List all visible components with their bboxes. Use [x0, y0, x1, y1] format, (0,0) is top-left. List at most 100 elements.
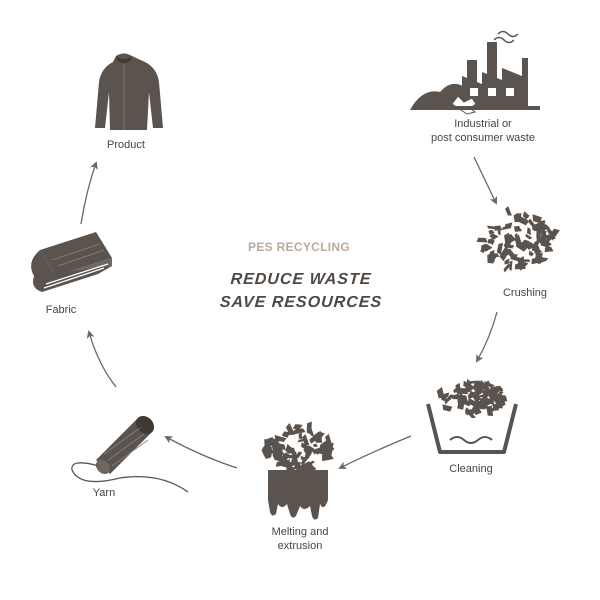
flake-fragment [469, 390, 478, 399]
flake-fragment [513, 212, 520, 223]
flake-fragment [473, 382, 485, 395]
flake-fragment [478, 379, 490, 391]
flake-fragment [497, 225, 501, 236]
flake-fragment [443, 392, 450, 398]
step-label-melting: Melting and extrusion [250, 525, 350, 553]
slogan-line1: REDUCE WASTE [229, 271, 373, 288]
flake-fragment [486, 405, 496, 412]
arrow-waste-to-crushing [473, 156, 498, 205]
arrow-yarn-to-fabric [86, 330, 117, 388]
flake-fragment [540, 240, 549, 248]
flake-fragment [502, 226, 510, 231]
flake-fragment [522, 211, 530, 220]
flake-fragment [274, 435, 287, 443]
flake-fragment [319, 440, 330, 449]
flake-fragment [535, 226, 548, 235]
flake-fragment [523, 259, 531, 262]
flake-fragment [528, 218, 536, 227]
flake-fragment [484, 391, 489, 396]
flake-fragment [513, 225, 523, 232]
flake-fragment [308, 425, 315, 437]
flake-fragment [544, 246, 554, 253]
flake-fragment [489, 233, 499, 240]
flake-fragment [455, 382, 462, 394]
arrow-melting-to-yarn [164, 436, 238, 469]
melting-label-line2: extrusion [277, 540, 323, 552]
step-label-crushing: Crushing [502, 287, 548, 299]
flake-fragment [487, 225, 497, 230]
flake-fragment [458, 395, 464, 403]
washing-basin-icon [426, 379, 518, 454]
flake-fragment [292, 428, 306, 435]
flake-fragment [444, 394, 454, 405]
flake-fragment [476, 237, 488, 243]
flake-fragment [514, 234, 522, 245]
flake-fragment [535, 246, 541, 258]
arrow-fabric-to-product [80, 161, 98, 225]
flake-fragment [489, 385, 504, 393]
folded-fabric-icon [31, 232, 112, 292]
flake-fragment [288, 459, 299, 468]
flake-fragment [519, 262, 529, 271]
flake-fragment [499, 248, 511, 262]
flake-fragment [489, 395, 497, 401]
flake-fragment [534, 252, 545, 265]
flake-fragment [301, 442, 309, 450]
flake-fragment [518, 215, 530, 226]
flake-fragment [272, 450, 285, 461]
flake-fragment [488, 255, 498, 261]
flake-fragment [271, 448, 278, 456]
waste-label-line2: post consumer waste [431, 132, 535, 144]
flake-fragment [485, 379, 491, 388]
flake-fragment [503, 263, 512, 273]
step-label-product: Product [107, 139, 145, 151]
flake-fragment [462, 398, 472, 407]
step-label-waste: Industrial or post consumer waste [408, 117, 558, 145]
jacket-icon [95, 53, 163, 130]
flake-fragment [495, 394, 508, 402]
diagram-title: PES RECYCLING [248, 240, 350, 254]
flake-fragment [532, 225, 539, 232]
flake-fragment [292, 424, 303, 431]
waste-label-line1: Industrial or [454, 118, 512, 130]
flake-fragment [496, 242, 504, 255]
flake-fragment [481, 243, 486, 250]
flake-fragment [301, 461, 313, 470]
flake-fragment [492, 403, 500, 411]
arrow-crushing-to-cleaning [476, 311, 498, 363]
melting-pot-icon [261, 421, 335, 520]
flake-fragment [442, 404, 453, 412]
flake-fragment [504, 258, 510, 265]
flake-fragment [547, 227, 556, 240]
flake-fragment [507, 248, 516, 259]
step-label-fabric: Fabric [45, 304, 77, 316]
flake-fragment [321, 444, 335, 457]
flake-fragment [507, 233, 512, 243]
flake-fragment [532, 214, 543, 224]
flake-fragment [264, 439, 272, 446]
flake-fragment [469, 408, 477, 416]
slogan-line2: SAVE RESOURCES [219, 294, 383, 311]
flake-fragment [313, 443, 318, 448]
flake-fragment [463, 387, 473, 393]
step-label-yarn: Yarn [92, 487, 116, 499]
flake-fragment [478, 382, 484, 390]
flake-fragment [287, 427, 293, 432]
flake-fragment [286, 459, 290, 472]
flake-fragment [525, 241, 536, 250]
flake-fragment [265, 448, 273, 458]
flake-fragment [490, 237, 495, 246]
flake-fragment [509, 260, 513, 272]
flake-fragment [544, 234, 552, 239]
flake-fragment [532, 241, 540, 250]
flake-fragment [313, 431, 325, 444]
yarn-spool-icon [71, 415, 189, 493]
melting-label-line1: Melting and [271, 526, 329, 538]
flake-fragment [528, 250, 534, 257]
crushed-flakes-icon [476, 205, 560, 273]
flake-fragment [514, 262, 521, 270]
flake-fragment [505, 243, 515, 249]
flake-fragment [302, 434, 310, 446]
